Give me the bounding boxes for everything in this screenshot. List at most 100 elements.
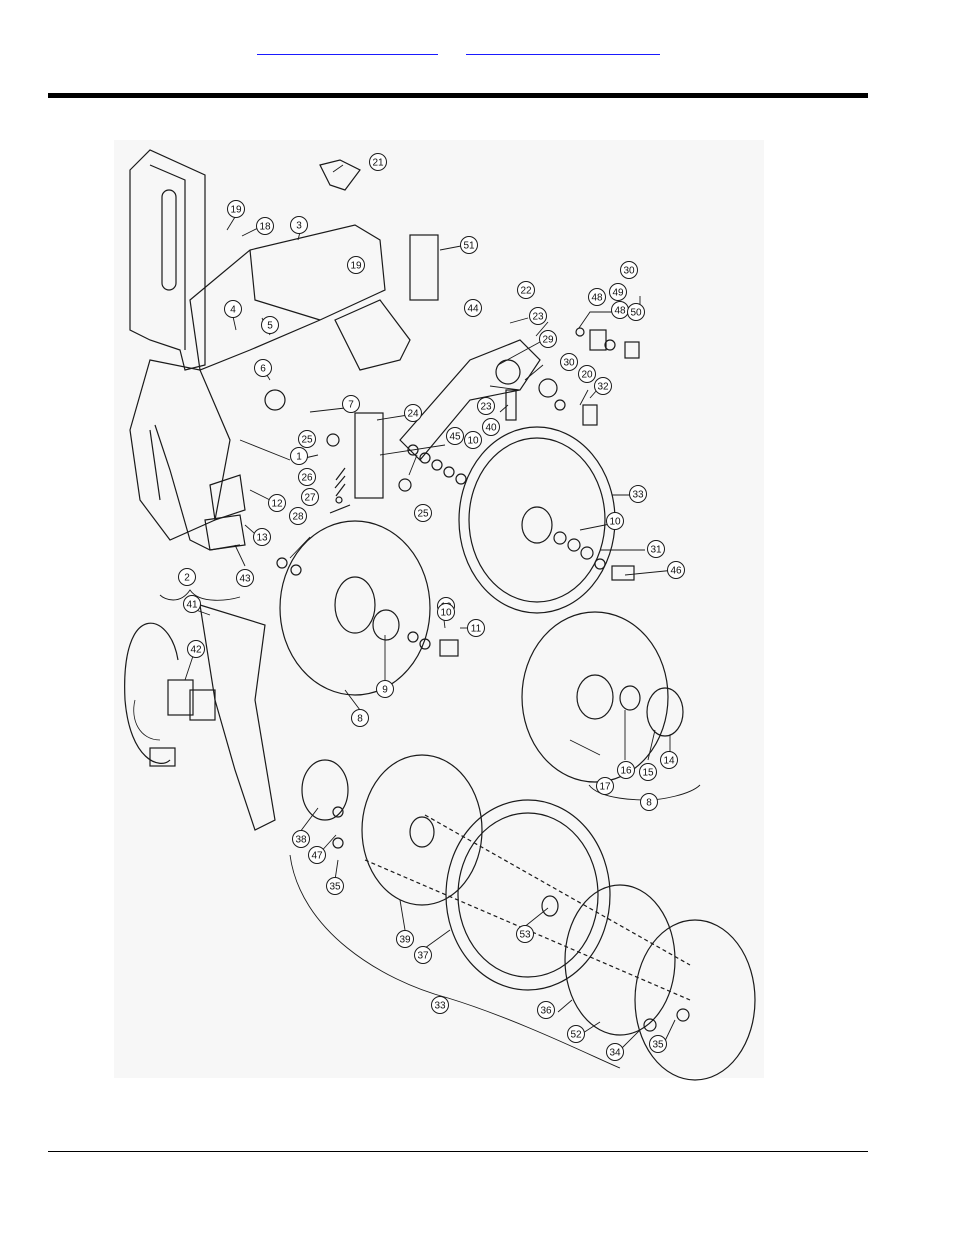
callout-number: 3	[296, 221, 302, 232]
callout-number: 50	[630, 308, 642, 319]
callout-number: 44	[467, 304, 479, 315]
callout-53: 53	[516, 925, 534, 943]
callout-13: 13	[253, 528, 271, 546]
callout-number: 19	[230, 205, 242, 216]
callout-number: 47	[311, 851, 323, 862]
callout-number: 36	[540, 1006, 552, 1017]
callout-43: 43	[236, 569, 254, 587]
closing-wheel-disc	[361, 754, 483, 906]
callout-23: 23	[477, 397, 495, 415]
callout-number: 10	[440, 608, 452, 619]
callout-14: 14	[660, 751, 678, 769]
callout-number: 30	[623, 266, 635, 277]
seed-tube	[199, 604, 276, 831]
callout-number: 22	[520, 286, 532, 297]
callout-48: 48	[611, 301, 629, 319]
callout-10: 10	[606, 512, 624, 530]
callout-40: 40	[482, 418, 500, 436]
callout-number: 45	[449, 432, 461, 443]
main-arm	[189, 224, 386, 371]
callout-39: 39	[396, 930, 414, 948]
callout-number: 31	[650, 545, 662, 556]
callout-20: 20	[578, 365, 596, 383]
callout-number: 24	[407, 409, 419, 420]
callout-28: 28	[289, 507, 307, 525]
callout-10: 10	[464, 431, 482, 449]
callout-number: 25	[417, 509, 429, 520]
callout-number: 41	[186, 600, 198, 611]
callout-30: 30	[560, 353, 578, 371]
callout-number: 51	[463, 241, 475, 252]
callout-number: 28	[292, 512, 304, 523]
gauge-arm	[399, 339, 541, 461]
opener-disc-exploded	[521, 611, 669, 783]
callout-12: 12	[268, 494, 286, 512]
callout-26: 26	[298, 468, 316, 486]
callout-number: 39	[399, 935, 411, 946]
callout-number: 29	[542, 335, 554, 346]
callout-circles: 1234567889101010101112131415161718191920…	[178, 153, 685, 1061]
callout-number: 15	[642, 768, 654, 779]
callout-31: 31	[647, 540, 665, 558]
callout-7: 7	[342, 395, 360, 413]
callout-11: 11	[467, 619, 485, 637]
callout-number: 8	[357, 714, 363, 725]
callout-number: 33	[434, 1001, 446, 1012]
callout-number: 52	[570, 1030, 582, 1041]
callout-1: 1	[290, 447, 308, 465]
callout-number: 42	[190, 645, 202, 656]
callout-number: 14	[663, 756, 675, 767]
callout-number: 23	[480, 402, 492, 413]
callout-9: 9	[376, 680, 394, 698]
callout-44: 44	[464, 299, 482, 317]
callout-number: 5	[267, 321, 273, 332]
wiring-harness	[133, 699, 161, 741]
callout-number: 7	[348, 400, 354, 411]
callout-number: 33	[632, 490, 644, 501]
callout-19: 19	[227, 200, 245, 218]
footer-rule	[48, 1151, 868, 1152]
callout-number: 9	[382, 685, 388, 696]
callout-5: 5	[261, 316, 279, 334]
part-drawings	[124, 149, 756, 1081]
callout-18: 18	[256, 217, 274, 235]
callout-19: 19	[347, 256, 365, 274]
callout-51: 51	[460, 236, 478, 254]
callout-number: 1	[296, 452, 302, 463]
callout-number: 30	[563, 358, 575, 369]
callout-15: 15	[639, 763, 657, 781]
callout-number: 10	[609, 517, 621, 528]
callout-number: 13	[256, 533, 268, 544]
callout-8: 8	[640, 793, 658, 811]
callout-number: 11	[471, 624, 482, 635]
callout-36: 36	[537, 1001, 555, 1019]
callout-38: 38	[292, 830, 310, 848]
callout-number: 23	[532, 312, 544, 323]
callout-number: 34	[609, 1048, 621, 1059]
callout-number: 32	[597, 382, 609, 393]
callout-4: 4	[224, 300, 242, 318]
callout-34: 34	[606, 1043, 624, 1061]
header-link-right[interactable]	[466, 40, 660, 55]
callout-42: 42	[187, 640, 205, 658]
callout-10: 10	[437, 603, 455, 621]
callout-21: 21	[369, 153, 387, 171]
callout-45: 45	[446, 427, 464, 445]
callout-number: 19	[350, 261, 362, 272]
callout-number: 12	[271, 499, 283, 510]
callout-24: 24	[404, 404, 422, 422]
callout-number: 40	[485, 423, 497, 434]
callout-number: 8	[646, 798, 652, 809]
callout-number: 25	[301, 435, 313, 446]
callout-25: 25	[414, 504, 432, 522]
callout-30: 30	[620, 261, 638, 279]
callout-number: 27	[304, 493, 316, 504]
callout-number: 49	[612, 288, 624, 299]
callout-number: 6	[260, 364, 266, 375]
callout-number: 10	[467, 436, 479, 447]
header-link-left[interactable]	[257, 40, 438, 55]
callout-41: 41	[183, 595, 201, 613]
callout-6: 6	[254, 359, 272, 377]
callout-33: 33	[629, 485, 647, 503]
